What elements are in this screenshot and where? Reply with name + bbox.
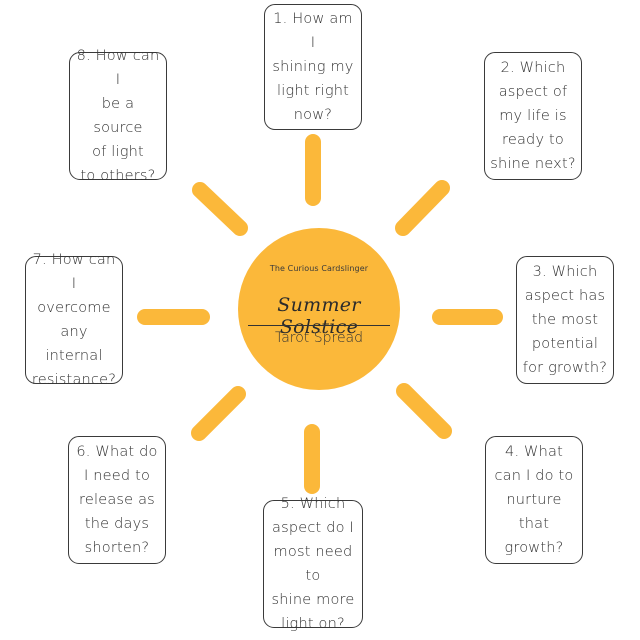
card-7: 7. How can I overcome any internal resis…: [25, 252, 123, 388]
card-1-text: 1. How am I shining my light right now?: [272, 11, 354, 123]
spread-title: Summer Solstice: [277, 294, 361, 338]
card-7-text: 7. How can I overcome any internal resis…: [31, 252, 117, 388]
ray-top-right: [395, 180, 450, 236]
card-4: 4. What can I do to nurture that growth?: [485, 436, 583, 564]
ray-bottom-left: [191, 386, 246, 441]
ray-top-left: [192, 182, 248, 236]
card-6-text: 6. What do I need to release as the days…: [76, 444, 158, 556]
card-3-text: 3. Which aspect has the most potential f…: [522, 264, 608, 376]
spread-subtitle: Tarot Spread: [274, 330, 364, 346]
brand-label: The Curious Cardslinger: [269, 264, 369, 273]
card-5: 5. Which aspect do I most need to shine …: [263, 496, 363, 632]
card-1: 1. How am I shining my light right now?: [264, 4, 362, 130]
title-divider: [248, 325, 390, 326]
card-5-text: 5. Which aspect do I most need to shine …: [271, 496, 355, 632]
card-3: 3. Which aspect has the most potential f…: [516, 256, 614, 384]
ray-bottom-right: [396, 383, 452, 439]
card-2-text: 2. Which aspect of my life is ready to s…: [490, 60, 576, 172]
card-6: 6. What do I need to release as the days…: [68, 436, 166, 564]
card-8: 8. How can I be a source of light to oth…: [69, 48, 167, 184]
card-4-text: 4. What can I do to nurture that growth?: [494, 444, 574, 556]
card-8-text: 8. How can I be a source of light to oth…: [76, 48, 160, 184]
sun-circle: The Curious Cardslinger Summer Solstice …: [238, 228, 400, 390]
card-2: 2. Which aspect of my life is ready to s…: [484, 52, 582, 180]
